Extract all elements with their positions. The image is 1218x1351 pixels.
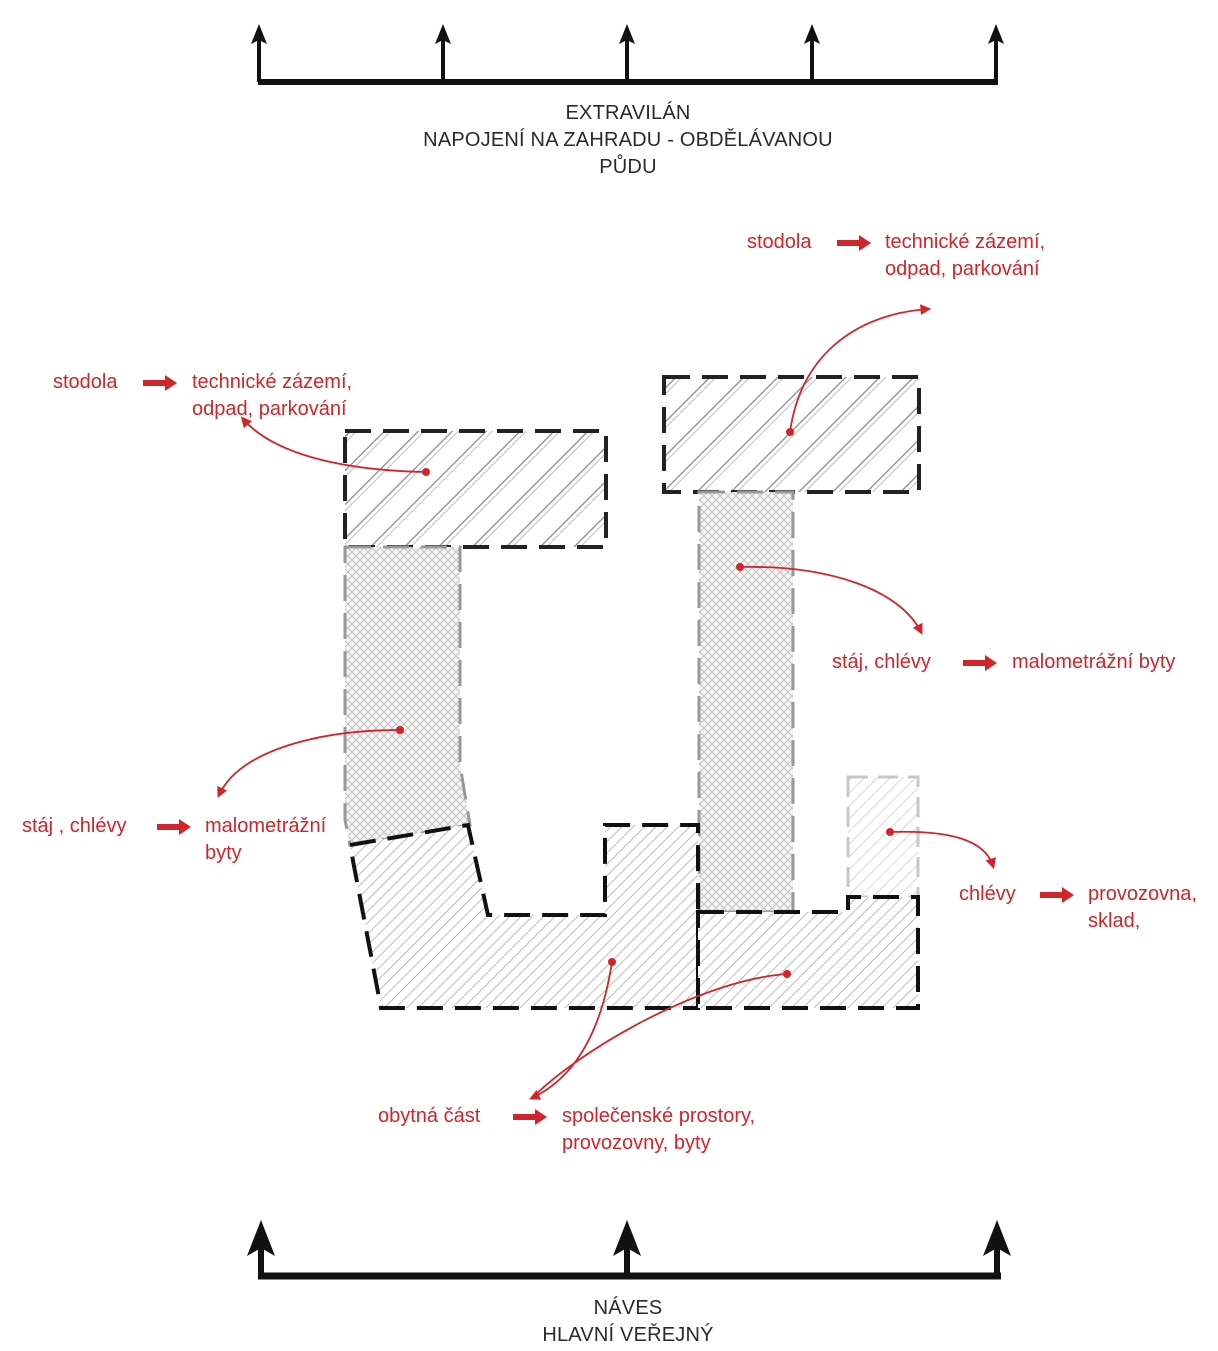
label-line: technické zázemí, <box>192 371 353 393</box>
marker-dot <box>422 468 430 476</box>
marker-dot <box>396 726 404 734</box>
top-access-bar <box>251 24 1004 85</box>
top-caption-line: NAPOJENÍ NA ZAHRADU - OBDĚLÁVANOU <box>423 129 833 151</box>
label-stable-left-from: stáj , chlévy <box>22 815 127 837</box>
stable-wing-right <box>697 490 795 914</box>
transform-arrow-icon <box>963 655 997 671</box>
connector-shed <box>889 830 996 870</box>
marker-dot <box>608 958 616 966</box>
label-stable-right-from: stáj, chlévy <box>832 651 931 673</box>
label-line: malometrážní byty <box>1012 651 1176 673</box>
transform-arrow-icon <box>837 235 871 251</box>
stable-wing-left <box>343 545 472 847</box>
label-barn-right-to: technické zázemí, odpad, parkování <box>885 229 1045 283</box>
connector-living-2 <box>531 973 788 1099</box>
label-line: technické zázemí, <box>885 231 1046 253</box>
connector-living-1 <box>529 961 613 1100</box>
marker-dot <box>786 428 794 436</box>
connector-stable-left <box>217 729 401 798</box>
top-caption-line: EXTRAVILÁN <box>565 102 691 124</box>
label-shed-from: chlévy <box>959 883 1016 905</box>
label-line: společenské prostory, <box>562 1105 756 1127</box>
top-caption-line: PŮDU <box>599 156 657 178</box>
top-caption: EXTRAVILÁN NAPOJENÍ NA ZAHRADU - OBDĚLÁV… <box>328 100 928 181</box>
living-wing-right <box>696 895 920 1010</box>
label-shed-to: provozovna, sklad, <box>1088 881 1197 935</box>
label-line: byty <box>205 842 242 864</box>
living-wing <box>347 822 700 1010</box>
barn-left <box>343 429 608 549</box>
label-line: odpad, parkování <box>885 258 1040 280</box>
label-line: sklad, <box>1088 910 1141 932</box>
bottom-caption-line: NÁVES <box>593 1297 663 1319</box>
label-barn-left-to: technické zázemí, odpad, parkování <box>192 369 352 423</box>
label-living-from: obytná část <box>378 1105 481 1127</box>
bottom-access-bar <box>247 1220 1011 1280</box>
marker-dot <box>886 828 894 836</box>
connector-barn-left <box>240 416 427 473</box>
label-barn-right-from: stodola <box>747 231 812 253</box>
transform-arrow-icon <box>1040 887 1074 903</box>
transform-arrow-icon <box>143 375 177 391</box>
label-stable-left-to: malometrážní byty <box>205 813 326 867</box>
label-line: odpad, parkování <box>192 398 347 420</box>
label-line: provozovna, <box>1088 883 1197 905</box>
transform-arrow-icon <box>157 819 191 835</box>
connector-stable-right <box>739 566 923 635</box>
marker-dot <box>736 563 744 571</box>
bottom-caption-line: HLAVNÍ VEŘEJNÝ <box>542 1324 714 1346</box>
marker-dot <box>783 970 791 978</box>
transform-arrow-icon <box>513 1109 547 1125</box>
label-stable-right-to: malometrážní byty <box>1012 649 1175 676</box>
label-living-to: společenské prostory, provozovny, byty <box>562 1103 755 1157</box>
label-barn-left-from: stodola <box>53 371 118 393</box>
bottom-caption: NÁVES HLAVNÍ VEŘEJNÝ <box>428 1295 828 1349</box>
label-line: provozovny, byty <box>562 1132 711 1154</box>
shed-small <box>846 775 920 899</box>
connector-barn-right <box>789 304 932 433</box>
label-line: malometrážní <box>205 815 327 837</box>
